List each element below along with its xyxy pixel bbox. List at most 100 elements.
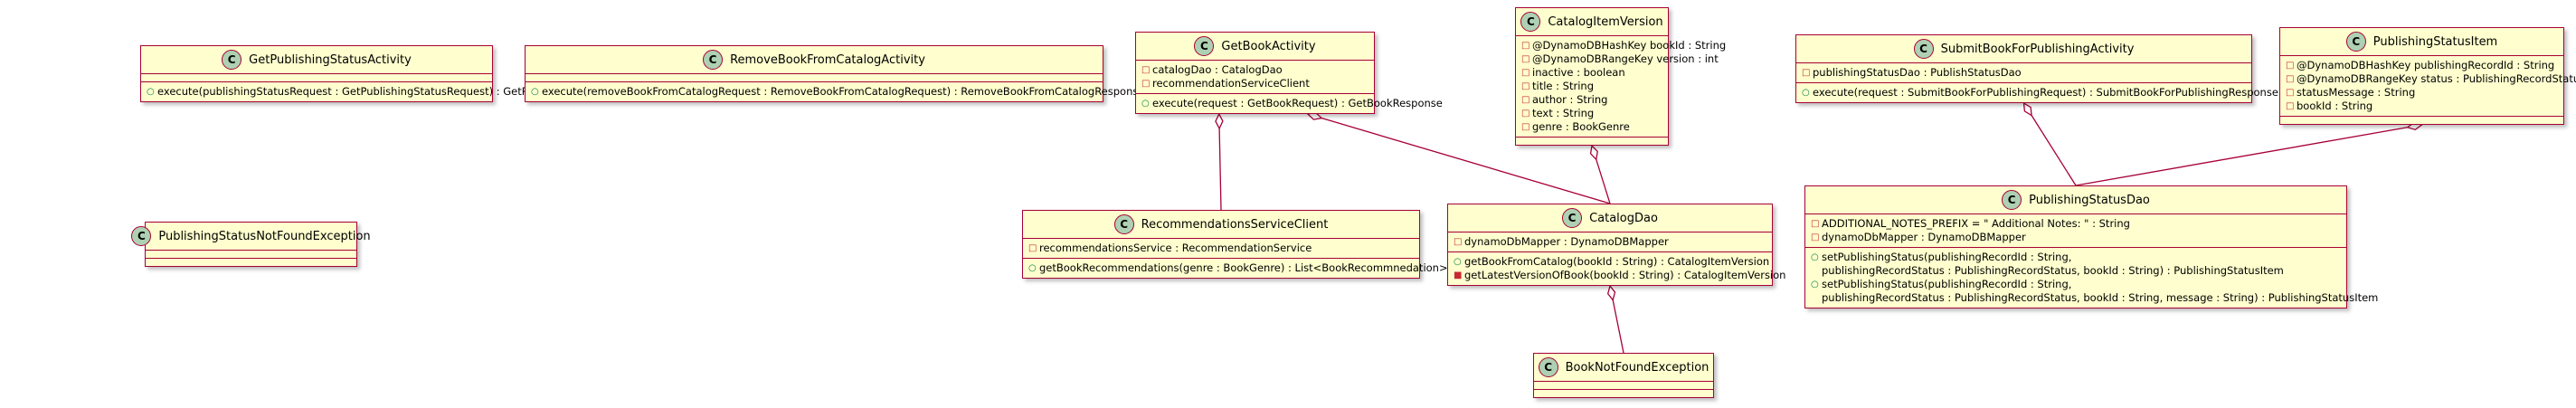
field-row: title : String [1521, 80, 1662, 93]
private-visibility-icon [1141, 77, 1152, 90]
class-name: PublishingStatusNotFoundException [158, 229, 371, 243]
field-row: recommendationsService : RecommendationS… [1028, 242, 1414, 255]
class-name: GetBookActivity [1221, 39, 1316, 53]
method-text: getBookRecommendations(genre : BookGenre… [1039, 261, 1448, 274]
private-visibility-icon [2286, 100, 2297, 113]
fields-section: publishingStatusDao : PublishStatusDao [1796, 63, 2251, 83]
field-row: text : String [1521, 107, 1662, 120]
field-text: @DynamoDBHashKey publishingRecordId : St… [2297, 59, 2555, 71]
class-header: C GetPublishingStatusActivity [141, 46, 492, 74]
aggregation-line [1612, 299, 1624, 354]
class-name: GetPublishingStatusActivity [249, 52, 412, 67]
class-stereotype-icon: C [222, 50, 242, 70]
methods-section: execute(publishingStatusRequest : GetPub… [141, 82, 658, 101]
methods-section: getBookRecommendations(genre : BookGenre… [1023, 259, 1448, 278]
private-method-icon [1454, 269, 1464, 282]
class-name: BookNotFoundException [1565, 360, 1709, 375]
field-text: inactive : boolean [1532, 66, 1625, 79]
fields-section [526, 74, 1103, 82]
public-method-icon [1811, 251, 1822, 264]
method-row: getBookRecommendations(genre : BookGenre… [1028, 261, 1448, 275]
field-text: publishingStatusDao : PublishStatusDao [1813, 66, 2022, 79]
field-row: @DynamoDBRangeKey version : int [1521, 52, 1719, 66]
field-text: genre : BookGenre [1532, 120, 1630, 133]
method-row: publishingRecordStatus : PublishingRecor… [1811, 291, 2378, 305]
methods-section: getBookFromCatalog(bookId : String) : Ca… [1448, 252, 1785, 285]
field-row: publishingStatusDao : PublishStatusDao [1802, 66, 2246, 80]
method-text: execute(request : SubmitBookForPublishin… [1813, 86, 2278, 99]
methods-section: execute(removeBookFromCatalogRequest : R… [526, 82, 1144, 101]
field-row: dynamoDbMapper : DynamoDBMapper [1811, 231, 2341, 244]
methods-section [146, 259, 356, 266]
method-text: publishingRecordStatus : PublishingRecor… [1822, 291, 2379, 304]
aggregation-diamond [1606, 284, 1616, 302]
aggregation-diamond [2022, 101, 2032, 117]
field-text: dynamoDbMapper : DynamoDBMapper [1464, 235, 1669, 248]
aggregation-diamond [1215, 112, 1224, 130]
field-text: title : String [1532, 80, 1594, 92]
field-row: recommendationServiceClient [1141, 77, 1368, 90]
method-row: execute(publishingStatusRequest : GetPub… [147, 85, 658, 99]
class-catalog-dao: CCatalogDaodynamoDbMapper : DynamoDBMapp… [1447, 204, 1785, 286]
method-text: publishingRecordStatus : PublishingRecor… [1822, 264, 2284, 277]
aggregation-line [1218, 128, 1222, 211]
class-name: RemoveBookFromCatalogActivity [730, 52, 925, 67]
field-row: statusMessage : String [2286, 86, 2558, 100]
field-text: ADDITIONAL_NOTES_PREFIX = " Additional N… [1822, 217, 2130, 230]
field-text: statusMessage : String [2297, 86, 2416, 99]
public-method-icon [531, 85, 542, 99]
class-name: PublishingStatusItem [2372, 34, 2498, 49]
public-method-icon [1454, 255, 1464, 269]
class-name: RecommendationsServiceClient [1141, 217, 1329, 232]
field-row: @DynamoDBHashKey publishingRecordId : St… [2286, 59, 2558, 72]
private-visibility-icon [1521, 52, 1532, 66]
private-visibility-icon [1521, 93, 1532, 107]
private-visibility-icon [1521, 66, 1532, 80]
private-visibility-icon [2286, 59, 2297, 72]
class-stereotype-icon: C [703, 50, 724, 70]
class-get-status: C GetPublishingStatusActivity execute(publ… [140, 45, 658, 102]
class-stereotype-icon: C [1913, 39, 1934, 59]
fields-section: @DynamoDBHashKey publishingRecordId : St… [2280, 56, 2576, 117]
method-row: execute(request : GetBookRequest) : GetB… [1141, 97, 1443, 110]
method-row: execute(removeBookFromCatalogRequest : R… [531, 85, 1144, 99]
class-name: CatalogItemVersion [1548, 14, 1663, 29]
field-row: genre : BookGenre [1521, 120, 1662, 134]
field-row: inactive : boolean [1521, 66, 1662, 80]
method-row: setPublishingStatus(publishingRecordId :… [1811, 251, 2341, 264]
aggregation-line [2075, 127, 2408, 186]
field-text: dynamoDbMapper : DynamoDBMapper [1822, 231, 2026, 243]
methods-section [1516, 138, 1668, 145]
field-text: @DynamoDBRangeKey version : int [1532, 52, 1719, 65]
class-header: C RemoveBookFromCatalogActivity [526, 46, 1103, 74]
method-text: setPublishingStatus(publishingRecordId :… [1822, 278, 2072, 290]
aggregation-line [2031, 115, 2077, 186]
field-text: bookId : String [2297, 100, 2373, 112]
method-row: setPublishingStatus(publishingRecordId :… [1811, 278, 2341, 291]
class-status-dao: CPublishingStatusDaoADDITIONAL_NOTES_PRE… [1804, 185, 2378, 308]
fields-section: ADDITIONAL_NOTES_PREFIX = " Additional N… [1805, 214, 2346, 248]
class-get-book: C GetBookActivity catalogDao : CatalogDaor… [1135, 32, 1443, 114]
field-text: @DynamoDBRangeKey status : PublishingRec… [2297, 72, 2576, 85]
method-text: getBookFromCatalog(bookId : String) : Ca… [1464, 255, 1770, 268]
public-method-icon [1802, 86, 1813, 100]
field-text: @DynamoDBHashKey bookId : String [1532, 39, 1727, 52]
aggregation-line [1596, 159, 1611, 204]
methods-section: execute(request : GetBookRequest) : GetB… [1136, 94, 1443, 113]
methods-section [1534, 390, 1713, 397]
aggregation-diamond [1589, 144, 1598, 161]
private-visibility-icon [1521, 39, 1532, 52]
method-row: publishingRecordStatus : PublishingRecor… [1811, 264, 2341, 278]
class-stereotype-icon: C [1562, 208, 1583, 228]
field-row: catalogDao : CatalogDao [1141, 63, 1368, 77]
class-stereotype-icon: C [1194, 36, 1215, 56]
private-visibility-icon [1521, 107, 1532, 120]
